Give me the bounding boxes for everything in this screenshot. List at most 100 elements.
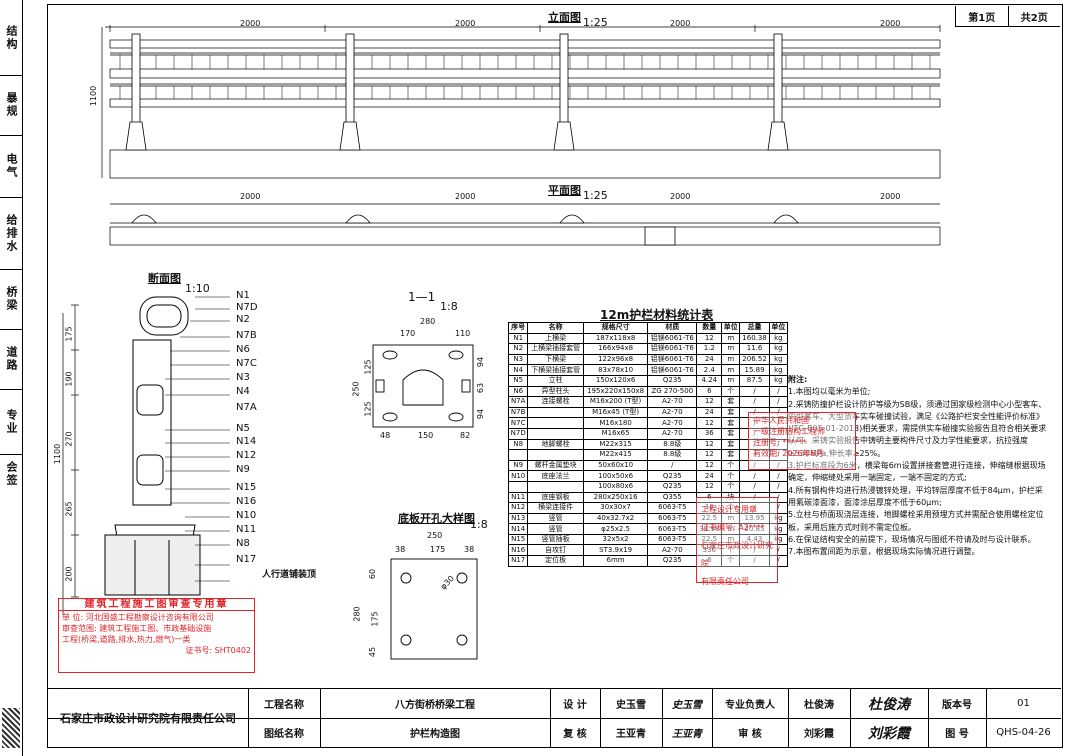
plan-scale: 1:25 [583, 189, 608, 202]
table-cell: M16x45 (T型) [582, 406, 649, 419]
sidebar-label: 会签 [5, 461, 18, 487]
table-cell: 底座法兰 [527, 470, 584, 482]
sidewalk-label: 人行道铺装顶 [262, 570, 317, 580]
table-cell [527, 480, 584, 493]
table-cell: 地脚螺栓 [527, 438, 584, 451]
table-cell: 24 [696, 353, 723, 366]
designer-signature: 史玉雪 [662, 689, 713, 718]
table-cell: 6mm [582, 555, 649, 567]
table-cell: kg [768, 364, 789, 376]
table-cell: N7B [507, 406, 529, 419]
table-cell: m [721, 374, 741, 387]
table-cell: / [739, 449, 770, 461]
elevation-dim: 2000 [240, 19, 261, 28]
detail11-dim: 63 [476, 382, 486, 394]
project-name: 八方街桥桥梁工程 [320, 689, 551, 718]
table-cell: 12 [696, 480, 723, 493]
elevation-drawing [101, 25, 941, 179]
notes-lines: 1.本图均以毫米为单位;2.采铸防撞护栏设计防护等级为SB级，须通过国家级检测中… [788, 386, 1050, 558]
detail11-dim: 280 [420, 317, 436, 326]
detail11-dim: 48 [380, 431, 391, 440]
table-cell: / [768, 417, 789, 429]
table-cell: N9 [507, 459, 529, 472]
table-cell: 100x80x6 [582, 480, 649, 493]
lead-label: 专业负责人 [712, 689, 789, 718]
detail11-scale: 1:8 [440, 300, 458, 313]
table-cell: 6 [696, 385, 723, 398]
table-cell: 8.8级 [647, 449, 698, 461]
table-cell: 上横梁 [527, 332, 584, 345]
engineer-stamp-line: 中华人民共和国 [753, 416, 809, 425]
section-scale: 1:10 [185, 282, 210, 295]
table-cell: / [768, 427, 789, 440]
table-cell: 30x30x7 [582, 502, 649, 514]
table-cell: 195x220x150x8 [582, 385, 649, 398]
note-line: 2.采铸防撞护栏设计防护等级为SB级，须通过国家级检测中心小型客车、中型客车、大… [788, 399, 1047, 458]
baseplate-title: 底板开孔大样图 [398, 512, 475, 525]
table-cell: N3 [507, 353, 529, 366]
table-cell: A2-70 [647, 427, 698, 440]
review-stamp: 建筑工程施工图审查专用章 单 位: 河北国盛工程勘察设计咨询有限公司 审查范围:… [58, 598, 255, 673]
table-cell: N14 [507, 523, 529, 535]
lead-name: 杜俊涛 [788, 689, 851, 718]
engineer-stamp: 中华人民共和国 一级注册结构工程师 注册号: ****** 有效期: 2026年… [748, 412, 856, 470]
section-part-label: N7A [236, 402, 257, 413]
version-label: 版本号 [928, 689, 987, 718]
table-cell: N6 [507, 385, 529, 398]
table-cell: / [739, 470, 770, 482]
table-cell: N11 [507, 491, 529, 504]
table-header-cell: 单位 [721, 322, 741, 334]
plan-dim: 2000 [240, 192, 261, 201]
note-line: 3.护栏标准段为6米，横梁每6m设置拼接套管进行连接，伸缩缝根据现场确定，伸缩缝… [788, 461, 1046, 483]
checker-signature: 刘彩霞 [850, 718, 929, 747]
sidebar-label: 专业 [5, 408, 18, 435]
table-cell: Q235 [647, 374, 698, 387]
table-cell: 连接螺栓 [527, 396, 584, 408]
notes: 附注: 1.本图均以毫米为单位;2.采铸防撞护栏设计防护等级为SB级，须通过国家… [788, 374, 1050, 558]
table-header-cell: 总量 [739, 322, 770, 334]
sidebar-cell-bridge: 桥梁 [0, 269, 22, 330]
table-cell: 2.4 [696, 364, 723, 376]
table-cell: m [721, 332, 741, 345]
table-cell: 个 [721, 480, 741, 493]
baseplate-dim: 175 [370, 611, 380, 627]
sidebar-cell-structure: 结构 [0, 0, 22, 76]
table-cell: / [768, 555, 789, 567]
table-cell: N5 [507, 374, 529, 387]
table-title: 12m护栏材料统计表 [600, 308, 714, 322]
section-part-label: N11 [236, 524, 257, 535]
review-label: 复 核 [550, 718, 601, 747]
table-cell [527, 406, 584, 419]
design-label: 设 计 [550, 689, 601, 718]
sidebar-cell-water: 给排水 [0, 197, 22, 270]
design-stamp-line: 证书编号: A2**** [701, 523, 765, 532]
detail11-dim: 170 [400, 329, 416, 338]
table-cell: 竖管 [527, 512, 584, 525]
table-cell: / [768, 459, 789, 472]
design-stamp: 工程设计专用章 证书编号: A2**** 石家庄市政设计研究院 有限责任公司 [696, 497, 778, 586]
table-cell: / [739, 438, 770, 451]
section-part-label: N3 [236, 372, 250, 383]
table-cell: 1.2 [696, 343, 723, 355]
baseplate-dim: 250 [427, 531, 443, 540]
plan-title: 平面图 [548, 184, 581, 197]
table-header-cell: 单位 [768, 322, 789, 334]
plan-dim: 2000 [880, 192, 901, 201]
section-part-label: N17 [236, 554, 257, 565]
table-cell: kg [768, 343, 789, 355]
detail11-dim: 82 [460, 431, 471, 440]
table-cell [507, 480, 529, 493]
table-cell: / [768, 438, 789, 451]
